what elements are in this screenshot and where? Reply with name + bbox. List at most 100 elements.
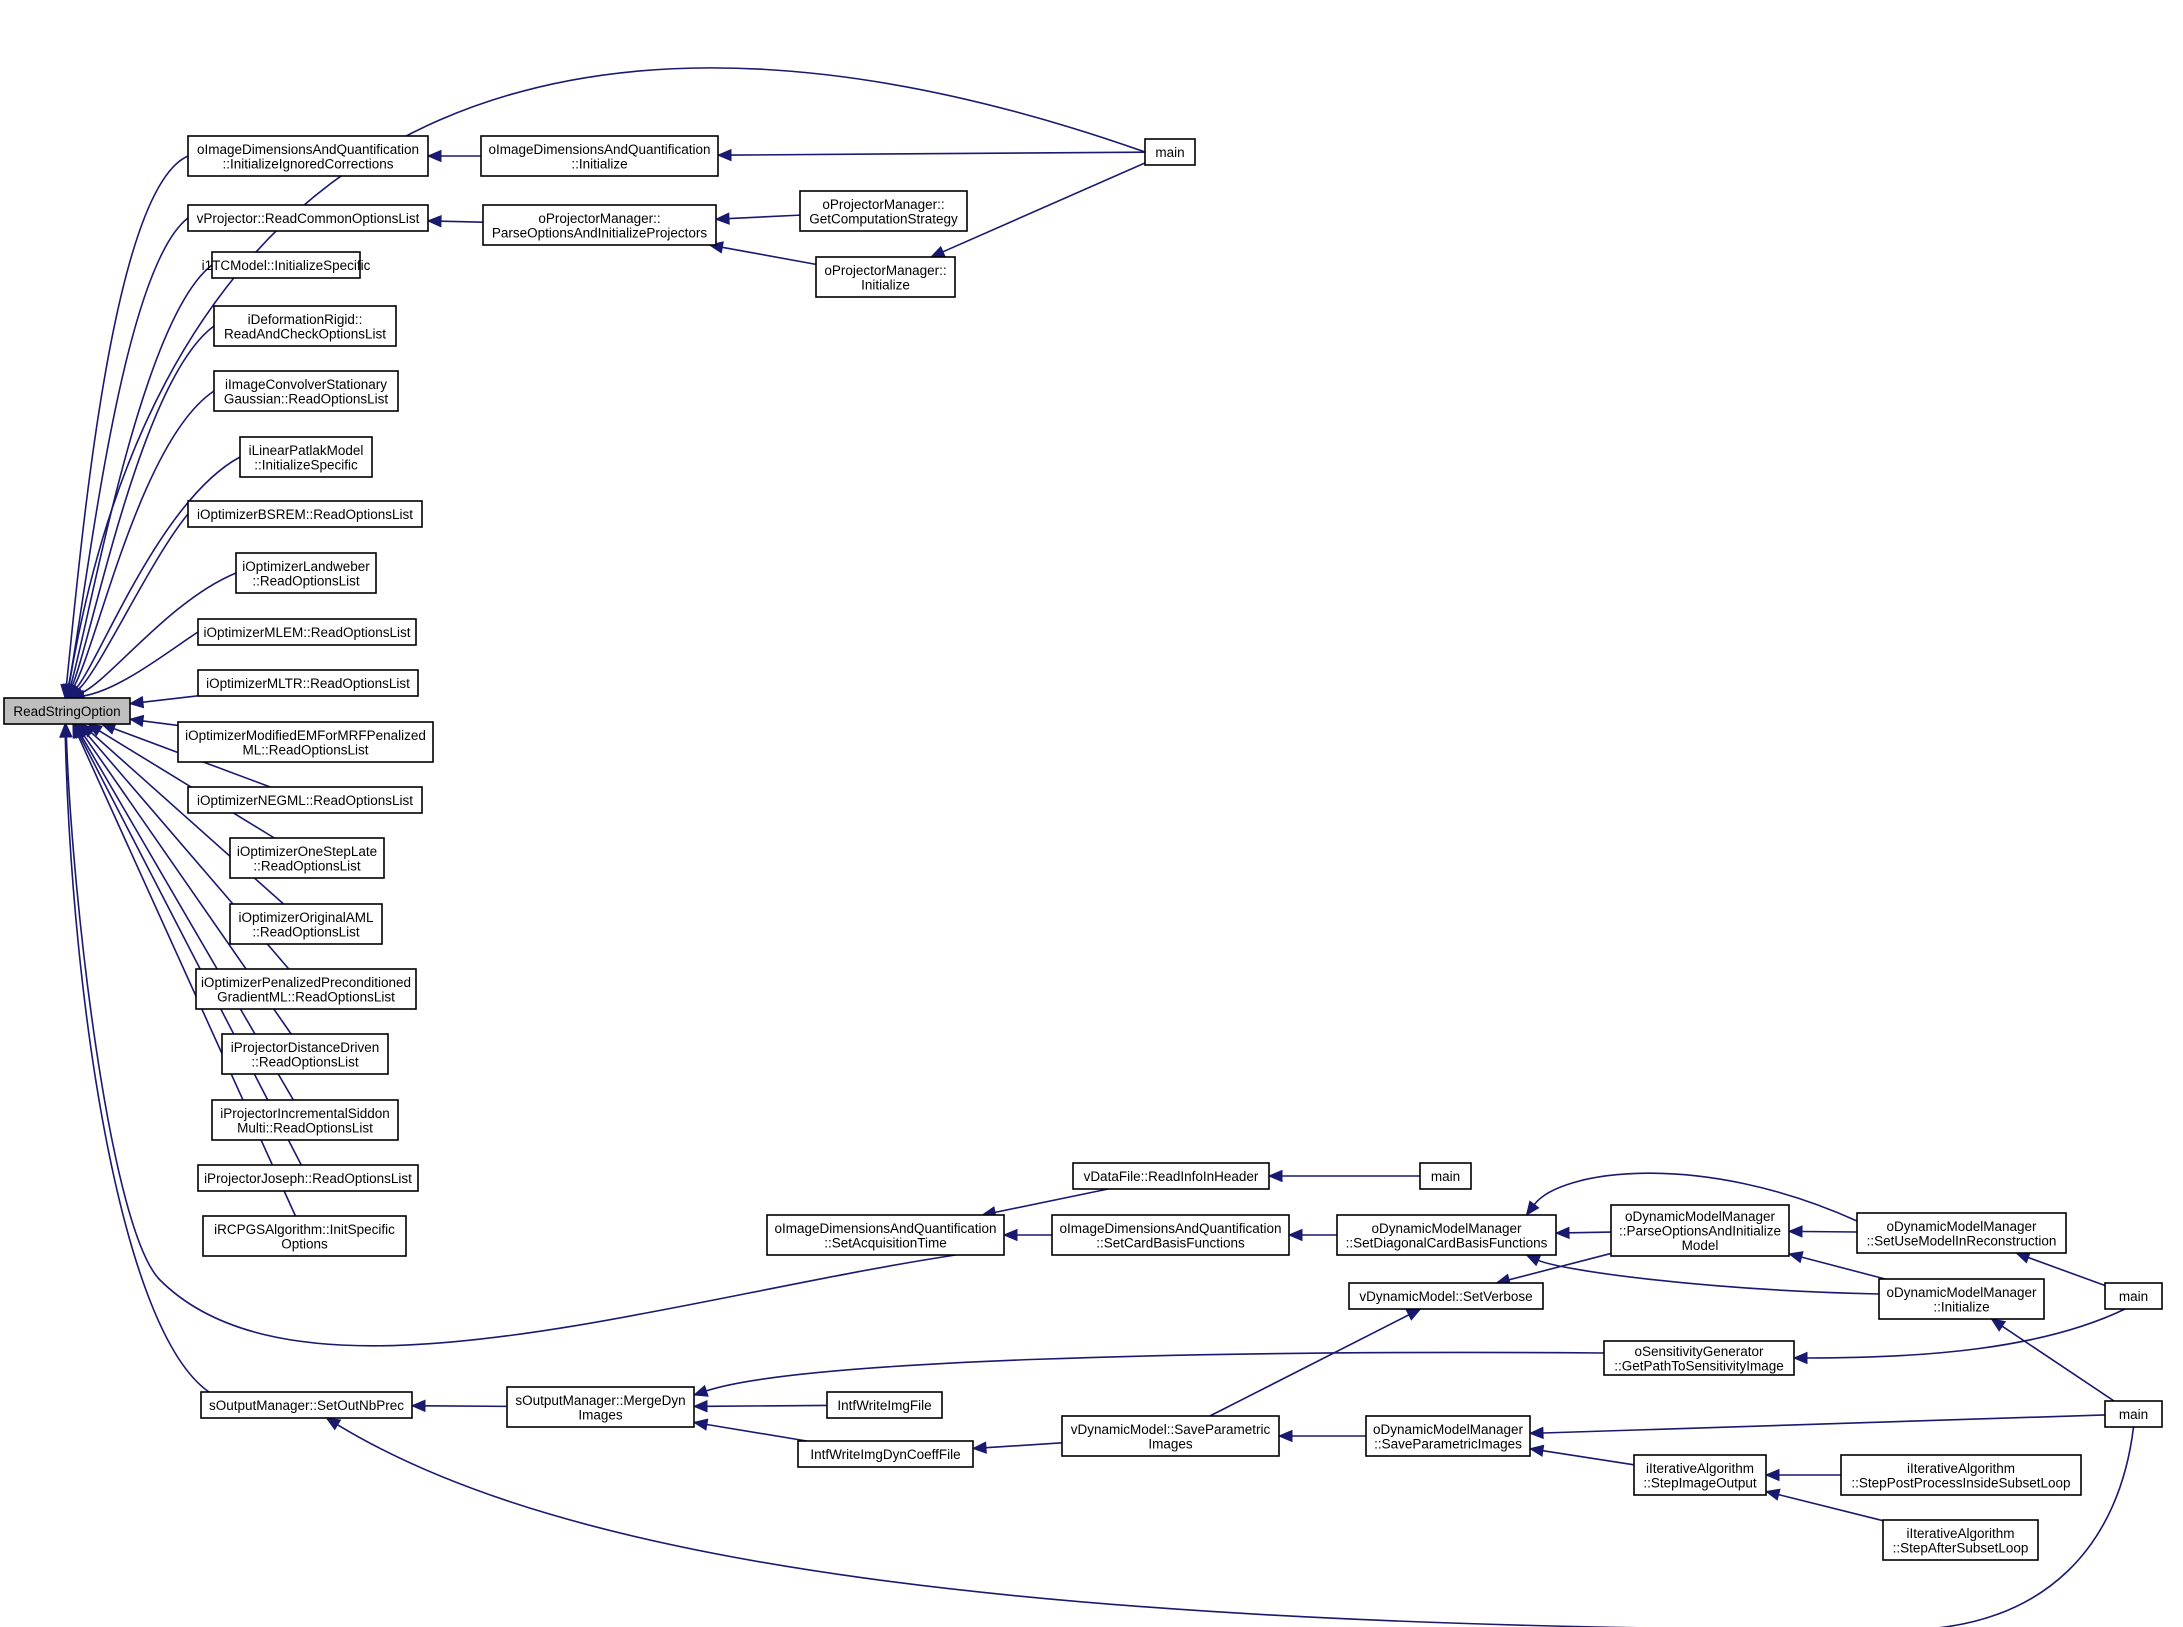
function-node-d4[interactable]: vDynamicModel::SetVerbose xyxy=(1348,1282,1544,1310)
node-label-line: iOptimizerLandweber xyxy=(242,559,370,574)
node-label-line: sOutputManager::MergeDyn xyxy=(515,1393,685,1408)
function-node-g1[interactable]: main xyxy=(2104,1282,2163,1310)
edge-g2-to-f2 xyxy=(1990,1318,2115,1402)
node-box xyxy=(1072,1162,1270,1190)
function-node-a20[interactable]: sOutputManager::SetOutNbPrec xyxy=(200,1391,413,1419)
function-node-e4[interactable]: iIterativeAlgorithm::StepImageOutput xyxy=(1633,1454,1767,1496)
node-box xyxy=(1882,1519,2039,1561)
node-label-line: GetComputationStrategy xyxy=(809,211,958,226)
edge-a5-to-root xyxy=(66,390,215,700)
function-node-c4[interactable]: oImageDimensionsAndQuantification::SetCa… xyxy=(1051,1214,1290,1256)
function-node-f1[interactable]: oDynamicModelManager::SetUseModelInRecon… xyxy=(1856,1212,2067,1254)
function-node-d1[interactable]: main xyxy=(1144,138,1196,166)
node-label-line: ::InitializeIgnoredCorrections xyxy=(222,156,393,171)
edge-arrowhead xyxy=(1277,1429,1293,1443)
node-label-line: ParseOptionsAndInitializeProjectors xyxy=(492,225,708,240)
edge-d2-to-c3 xyxy=(1267,1169,1420,1183)
function-node-a13[interactable]: iOptimizerOneStepLate::ReadOptionsList xyxy=(229,837,385,879)
function-node-b2[interactable]: oProjectorManager::ParseOptionsAndInitia… xyxy=(482,204,717,246)
function-node-e3[interactable]: oDynamicModelManager::SaveParametricImag… xyxy=(1365,1415,1531,1457)
function-node-g2[interactable]: main xyxy=(2104,1400,2163,1428)
function-node-b1[interactable]: oImageDimensionsAndQuantification::Initi… xyxy=(480,135,719,177)
edge-arrowhead xyxy=(692,1399,708,1413)
node-box xyxy=(1633,1454,1767,1496)
function-node-a9[interactable]: iOptimizerMLEM::ReadOptionsList xyxy=(197,618,417,646)
node-box xyxy=(797,1440,974,1468)
node-label-line: ReadStringOption xyxy=(13,704,120,719)
function-node-a18[interactable]: iProjectorJoseph::ReadOptionsList xyxy=(197,1164,419,1192)
function-node-a16[interactable]: iProjectorDistanceDriven::ReadOptionsLis… xyxy=(221,1033,389,1075)
function-node-a3[interactable]: i1TCModel::InitializeSpecific xyxy=(202,251,371,279)
function-node-f4[interactable]: iIterativeAlgorithm::StepAfterSubsetLoop xyxy=(1882,1519,2039,1561)
edge-f2-to-e1 xyxy=(1787,1251,1886,1280)
edge-a20-to-root xyxy=(59,722,210,1393)
function-node-a2[interactable]: vProjector::ReadCommonOptionsList xyxy=(187,204,429,232)
edge-arrowhead xyxy=(1787,1251,1804,1264)
function-node-a11[interactable]: iOptimizerModifiedEMForMRFPenalizedML::R… xyxy=(177,721,434,763)
node-label-line: Initialize xyxy=(861,277,910,292)
node-label-line: ::ReadOptionsList xyxy=(253,858,361,873)
node-box xyxy=(187,135,429,177)
node-label-line: iIterativeAlgorithm xyxy=(1907,1461,2015,1476)
node-label-line: oImageDimensionsAndQuantification xyxy=(488,142,710,157)
function-node-e2[interactable]: oSensitivityGenerator::GetPathToSensitiv… xyxy=(1603,1340,1795,1376)
function-node-d3[interactable]: oDynamicModelManager::SetDiagonalCardBas… xyxy=(1336,1214,1557,1256)
function-node-e1[interactable]: oDynamicModelManager::ParseOptionsAndIni… xyxy=(1610,1204,1790,1257)
function-node-d5[interactable]: vDynamicModel::SaveParametricImages xyxy=(1061,1415,1280,1457)
node-box xyxy=(187,500,423,528)
edge-arrowhead xyxy=(714,212,730,225)
edge-arrowhead xyxy=(72,722,85,739)
function-node-a1[interactable]: oImageDimensionsAndQuantification::Initi… xyxy=(187,135,429,177)
function-node-a5[interactable]: iImageConvolverStationaryGaussian::ReadO… xyxy=(213,370,399,412)
function-node-f3[interactable]: iIterativeAlgorithm::StepPostProcessInsi… xyxy=(1840,1454,2082,1496)
node-box xyxy=(766,1214,1005,1256)
node-label-line: iOptimizerMLEM::ReadOptionsList xyxy=(203,625,410,640)
node-label-line: ::SetAcquisitionTime xyxy=(824,1235,947,1250)
node-label-line: Model xyxy=(1682,1238,1719,1253)
function-node-d2[interactable]: main xyxy=(1419,1162,1472,1190)
edge-c3-to-b3 xyxy=(981,1188,1109,1219)
function-node-c6[interactable]: IntfWriteImgDynCoeffFile xyxy=(797,1440,974,1468)
function-node-c1[interactable]: oProjectorManager::GetComputationStrateg… xyxy=(799,190,968,232)
function-node-a4[interactable]: iDeformationRigid::ReadAndCheckOptionsLi… xyxy=(213,305,397,347)
edge-arrowhead xyxy=(971,1441,987,1454)
function-node-a6[interactable]: iLinearPatlakModel::InitializeSpecific xyxy=(239,436,373,478)
function-node-c2[interactable]: oProjectorManager::Initialize xyxy=(815,256,956,298)
function-node-c5[interactable]: IntfWriteImgFile xyxy=(826,1391,943,1419)
node-label-line: ::ReadOptionsList xyxy=(252,573,360,588)
function-node-f2[interactable]: oDynamicModelManager::Initialize xyxy=(1878,1278,2045,1320)
function-node-a12[interactable]: iOptimizerNEGML::ReadOptionsList xyxy=(187,786,423,814)
node-label-line: IntfWriteImgFile xyxy=(837,1398,931,1413)
function-node-a8[interactable]: iOptimizerLandweber::ReadOptionsList xyxy=(235,552,377,594)
edge-arrowhead xyxy=(426,149,442,163)
node-label-line: iOptimizerBSREM::ReadOptionsList xyxy=(197,507,413,522)
function-node-a15[interactable]: iOptimizerPenalizedPreconditionedGradien… xyxy=(195,968,417,1010)
node-label-line: iOptimizerNEGML::ReadOptionsList xyxy=(197,793,413,808)
function-node-c3[interactable]: vDataFile::ReadInfoInHeader xyxy=(1072,1162,1270,1190)
node-box xyxy=(1336,1214,1557,1256)
node-label-line: ::SetDiagonalCardBasisFunctions xyxy=(1346,1235,1548,1250)
edge-arrowhead xyxy=(716,148,732,162)
function-node-a14[interactable]: iOptimizerOriginalAML::ReadOptionsList xyxy=(229,903,383,945)
node-label-line: ::StepImageOutput xyxy=(1643,1475,1757,1490)
node-label-line: iIterativeAlgorithm xyxy=(1906,1526,2014,1541)
edge-arrowhead xyxy=(1405,1308,1422,1321)
root-function-node[interactable]: ReadStringOption xyxy=(3,697,131,725)
function-node-b3[interactable]: oImageDimensionsAndQuantification::SetAc… xyxy=(766,1214,1005,1256)
node-label-line: Options xyxy=(281,1236,328,1251)
node-box xyxy=(1061,1415,1280,1457)
edge-arrowhead xyxy=(929,245,946,258)
node-label-line: oProjectorManager:: xyxy=(822,197,944,212)
function-node-a10[interactable]: iOptimizerMLTR::ReadOptionsList xyxy=(197,669,419,697)
nodes-layer: ReadStringOption oImageDimensionsAndQuant… xyxy=(3,135,2163,1561)
node-box xyxy=(229,837,385,879)
function-node-a7[interactable]: iOptimizerBSREM::ReadOptionsList xyxy=(187,500,423,528)
edge-d5-to-c6 xyxy=(971,1441,1063,1454)
edge-arrowhead xyxy=(1528,1426,1544,1440)
node-box xyxy=(213,370,399,412)
function-node-a17[interactable]: iProjectorIncrementalSiddonMulti::ReadOp… xyxy=(211,1099,399,1141)
node-label-line: ML::ReadOptionsList xyxy=(242,742,368,757)
node-box xyxy=(235,552,377,594)
